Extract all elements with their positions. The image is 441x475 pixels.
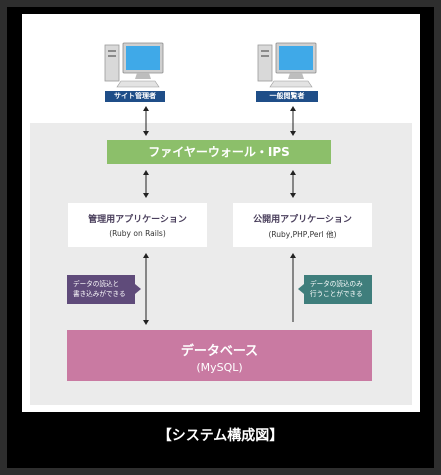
arrow-viewer-firewall	[290, 106, 296, 136]
read-write-note: データの読込と 書き込みができる	[67, 275, 141, 304]
arrow-firewall-admin-app	[143, 170, 149, 198]
client-tag-public-viewer: 一般閲覧者	[256, 91, 318, 102]
read-write-note-line2: 書き込みができる	[73, 290, 126, 298]
database-box: データベース (MySQL)	[67, 330, 372, 381]
desktop-computer-icon	[104, 42, 164, 88]
admin-app-subtitle: (Ruby on Rails)	[109, 229, 166, 238]
admin-app-box: 管理用アプリケーション (Ruby on Rails)	[68, 203, 207, 247]
read-only-note-line1: データの読込のみ	[310, 280, 363, 288]
admin-app-title: 管理用アプリケーション	[88, 215, 187, 225]
public-app-box: 公開用アプリケーション (Ruby,PHP,Perl 他)	[233, 203, 372, 247]
diagram-caption: 【システム構成図】	[157, 428, 284, 444]
arrow-database-public-app	[290, 253, 296, 322]
database-title: データベース	[180, 344, 259, 359]
read-only-note-line2: 行うことができる	[310, 290, 363, 298]
client-tag-site-admin: サイト管理者	[105, 91, 165, 102]
read-only-note: データの読込のみ 行うことができる	[298, 275, 372, 304]
public-app-title: 公開用アプリケーション	[253, 215, 352, 225]
arrow-admin-firewall	[143, 106, 149, 136]
read-write-note-line1: データの読込と	[73, 280, 120, 288]
desktop-computer-icon	[257, 42, 317, 88]
database-subtitle: (MySQL)	[196, 361, 243, 374]
public-app-subtitle: (Ruby,PHP,Perl 他)	[268, 230, 337, 239]
arrow-admin-app-database	[143, 253, 149, 325]
arrow-firewall-public-app	[290, 170, 296, 198]
firewall-box: ファイヤーウォール・IPS	[107, 140, 331, 164]
